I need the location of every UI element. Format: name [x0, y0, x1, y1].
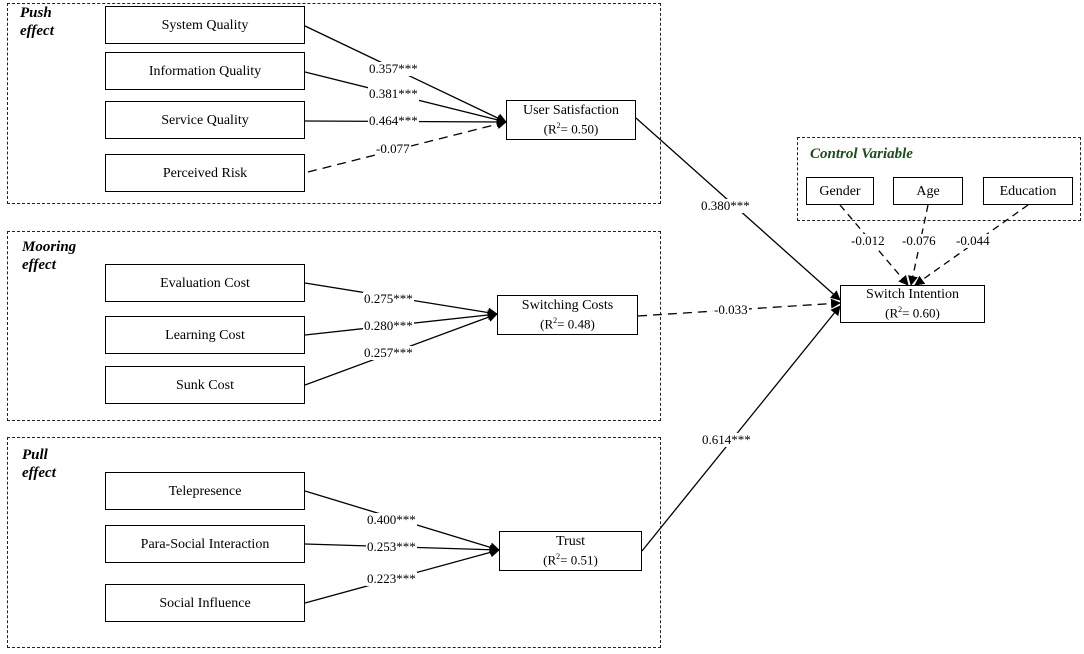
- user-satisfaction-label: User Satisfaction: [522, 103, 620, 119]
- para-social-interaction-label: Para-Social Interaction: [140, 536, 270, 552]
- switching-costs-node: Switching Costs (R2= 0.48): [497, 295, 638, 335]
- perceived-risk-label: Perceived Risk: [162, 165, 248, 181]
- pull-effect-title-line2: effect: [22, 465, 56, 481]
- service-quality-label: Service Quality: [161, 112, 249, 128]
- coef-education-switch-intention: -0.044: [955, 233, 991, 248]
- coef-social-influence-trust: 0.223***: [366, 571, 417, 586]
- switching-costs-r2: (R2= 0.48): [540, 316, 595, 332]
- para-social-interaction-node: Para-Social Interaction: [105, 525, 305, 563]
- coef-para-social-interaction-trust: 0.253***: [366, 539, 417, 554]
- mooring-effect-title: Mooring effect: [22, 238, 76, 274]
- trust-r2: (R2= 0.51): [543, 552, 598, 568]
- social-influence-node: Social Influence: [105, 584, 305, 622]
- system-quality-node: System Quality: [105, 6, 305, 44]
- coef-perceived-risk-user-satisfaction: -0.077: [375, 141, 411, 156]
- evaluation-cost-label: Evaluation Cost: [160, 275, 250, 291]
- evaluation-cost-node: Evaluation Cost: [105, 264, 305, 302]
- coef-switching-costs-switch-intention: -0.033: [713, 302, 749, 317]
- gender-node: Gender: [806, 177, 874, 205]
- sunk-cost-label: Sunk Cost: [176, 377, 234, 393]
- pull-effect-title-line1: Pull: [22, 447, 48, 463]
- coef-user-satisfaction-switch-intention: 0.380***: [700, 198, 751, 213]
- telepresence-node: Telepresence: [105, 472, 305, 510]
- gender-label: Gender: [819, 183, 861, 199]
- coef-gender-switch-intention: -0.012: [850, 233, 886, 248]
- mooring-effect-group: [7, 231, 661, 421]
- user-satisfaction-node: User Satisfaction (R2= 0.50): [506, 100, 636, 140]
- coef-age-switch-intention: -0.076: [901, 233, 937, 248]
- coef-learning-cost-switching-costs: 0.280***: [363, 318, 414, 333]
- education-label: Education: [999, 183, 1057, 199]
- coef-service-quality-user-satisfaction: 0.464***: [368, 113, 419, 128]
- trust-node: Trust (R2= 0.51): [499, 531, 642, 571]
- switch-intention-r2: (R2= 0.60): [885, 305, 940, 321]
- path-trust-to-switch-intention: [641, 305, 841, 552]
- control-variable-title: Control Variable: [810, 146, 913, 162]
- switch-intention-label: Switch Intention: [866, 287, 959, 303]
- pull-effect-title: Pull effect: [22, 446, 56, 482]
- control-variable-group: [797, 137, 1081, 221]
- education-node: Education: [983, 177, 1073, 205]
- social-influence-label: Social Influence: [159, 595, 251, 611]
- coef-sunk-cost-switching-costs: 0.257***: [363, 345, 414, 360]
- age-label: Age: [916, 183, 940, 199]
- learning-cost-node: Learning Cost: [105, 316, 305, 354]
- trust-label: Trust: [555, 534, 586, 550]
- age-node: Age: [893, 177, 963, 205]
- perceived-risk-node: Perceived Risk: [105, 154, 305, 192]
- coef-trust-switch-intention: 0.614***: [701, 432, 752, 447]
- user-satisfaction-r2: (R2= 0.50): [543, 121, 599, 137]
- push-effect-group: [7, 3, 661, 204]
- coef-information-quality-user-satisfaction: 0.381***: [368, 86, 419, 101]
- coef-evaluation-cost-switching-costs: 0.275***: [363, 291, 414, 306]
- information-quality-label: Information Quality: [148, 63, 262, 79]
- push-effect-title-line2: effect: [20, 23, 54, 39]
- information-quality-node: Information Quality: [105, 52, 305, 90]
- coef-telepresence-trust: 0.400***: [366, 512, 417, 527]
- mooring-effect-title-line1: Mooring: [22, 239, 77, 255]
- sunk-cost-node: Sunk Cost: [105, 366, 305, 404]
- switch-intention-node: Switch Intention (R2= 0.60): [840, 285, 985, 323]
- telepresence-label: Telepresence: [168, 483, 242, 499]
- mooring-effect-title-line2: effect: [22, 257, 56, 273]
- coef-system-quality-user-satisfaction: 0.357***: [368, 61, 419, 76]
- switching-costs-label: Switching Costs: [521, 298, 614, 314]
- push-effect-title-line1: Push: [20, 5, 52, 21]
- push-effect-title: Push effect: [20, 4, 54, 40]
- learning-cost-label: Learning Cost: [165, 327, 245, 343]
- system-quality-label: System Quality: [161, 17, 249, 33]
- service-quality-node: Service Quality: [105, 101, 305, 139]
- pull-effect-group: [7, 437, 661, 648]
